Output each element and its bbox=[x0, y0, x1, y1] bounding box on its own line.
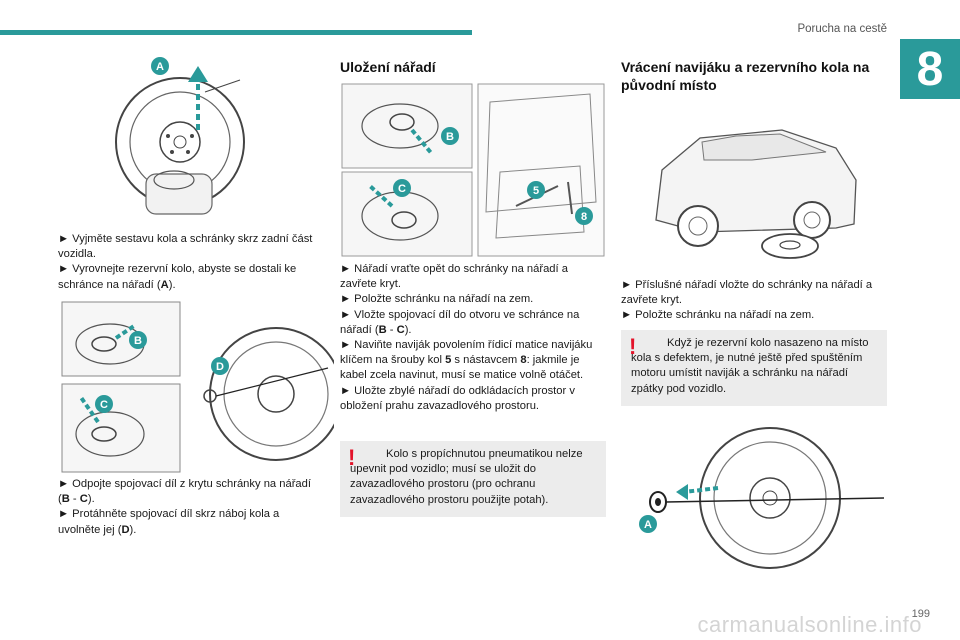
badge-c-2: C bbox=[398, 183, 406, 195]
col2-step-4: ► Naviňte naviják povolením řídicí matic… bbox=[340, 339, 593, 382]
illustration-suv-spare-wheel bbox=[655, 129, 857, 259]
col3-step-1: ► Příslušné nářadí vložte do schránky na… bbox=[621, 279, 873, 307]
col3-heading: Vrácení navijáku a rezervního kola na pů… bbox=[621, 59, 870, 93]
badge-b: B bbox=[134, 335, 142, 347]
col1-paragraph-1: ► Vyjměte sestavu kola a schránky skrz z… bbox=[58, 232, 324, 293]
col3-paragraph: ► Příslušné nářadí vložte do schránky na… bbox=[621, 278, 887, 324]
page-number: 199 bbox=[911, 608, 930, 620]
col1-step-3: ► Odpojte spojovací díl z krytu schránky… bbox=[58, 478, 311, 506]
badge-8: 8 bbox=[581, 211, 587, 223]
section-title: Porucha na cestě bbox=[797, 23, 887, 35]
illustration-store-tools: B C 5 8 bbox=[341, 83, 605, 257]
illustration-disconnect-b-c-d: B C D bbox=[61, 301, 334, 473]
badge-b-2: B bbox=[446, 131, 454, 143]
warning-icon: ! bbox=[629, 334, 637, 359]
col2-step-5: ► Uložte zbylé nářadí do odkládacích pro… bbox=[340, 384, 575, 412]
col3-warning-text: Když je rezervní kolo nasazeno na místo … bbox=[631, 337, 869, 395]
col2-warning-text: Kolo s propíchnutou pneumatikou nelze up… bbox=[350, 448, 583, 506]
chapter-number: 8 bbox=[900, 39, 960, 99]
header-accent-bar bbox=[0, 30, 472, 35]
warning-icon: ! bbox=[348, 445, 356, 470]
badge-d: D bbox=[216, 361, 224, 373]
col2-warning-box: ! Kolo s propíchnutou pneumatikou nelze … bbox=[340, 441, 606, 517]
badge-c: C bbox=[100, 399, 108, 411]
illustration-wheel-lift-a: A bbox=[115, 57, 245, 215]
watermark: carmanualsonline.info bbox=[697, 612, 922, 637]
col1-step-2: ► Vyrovnejte rezervní kolo, abyste se do… bbox=[58, 263, 297, 291]
col2-heading: Uložení nářadí bbox=[340, 59, 436, 75]
col3-step-2: ► Položte schránku na nářadí na zem. bbox=[621, 309, 815, 322]
col2-step-2: ► Položte schránku na nářadí na zem. bbox=[340, 293, 534, 306]
badge-5: 5 bbox=[533, 185, 539, 197]
badge-a-2: A bbox=[644, 519, 652, 531]
col2-step-1: ► Nářadí vraťte opět do schránky na nářa… bbox=[340, 263, 568, 291]
col1-paragraph-2: ► Odpojte spojovací díl z krytu schránky… bbox=[58, 477, 324, 538]
col3-warning-box: ! Když je rezervní kolo nasazeno na míst… bbox=[621, 330, 887, 406]
badge-a: A bbox=[156, 61, 164, 73]
col2-paragraph: ► Nářadí vraťte opět do schránky na nářa… bbox=[340, 262, 606, 414]
col2-step-3: ► Vložte spojovací díl do otvoru ve schr… bbox=[340, 308, 580, 336]
col1-step-1: ► Vyjměte sestavu kola a schránky skrz z… bbox=[58, 233, 313, 261]
col1-step-4: ► Protáhněte spojovací díl skrz náboj ko… bbox=[58, 508, 280, 536]
illustration-winch-reinstall-a: A bbox=[639, 427, 885, 569]
